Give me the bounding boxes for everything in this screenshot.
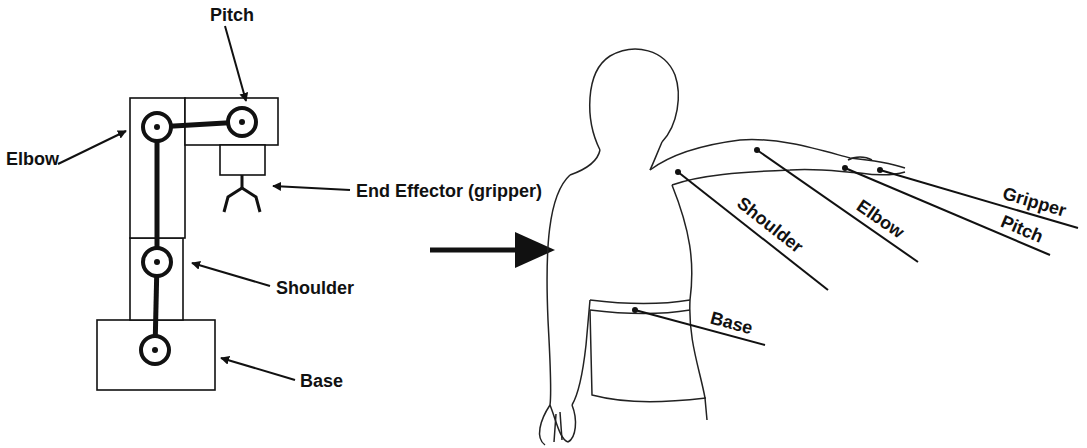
gripper-mount	[220, 145, 265, 175]
part-label: Shoulder	[276, 279, 354, 297]
part-label: Elbow	[6, 150, 59, 168]
links	[155, 122, 242, 350]
part-label: End Effector (gripper)	[356, 182, 542, 200]
part-label: Pitch	[210, 6, 254, 24]
joints	[141, 108, 256, 364]
leader-lines	[635, 150, 1078, 345]
human-figure	[540, 49, 905, 445]
leader-dots	[632, 147, 883, 313]
joint-dots	[152, 119, 245, 353]
part-label: Base	[300, 372, 343, 390]
gripper-jaws	[224, 175, 260, 212]
forearm-box	[185, 98, 278, 145]
part-label: Elbow	[854, 197, 908, 242]
robot-schematic	[97, 98, 278, 390]
big-arrow	[430, 232, 555, 268]
leader-arrows	[58, 26, 350, 380]
